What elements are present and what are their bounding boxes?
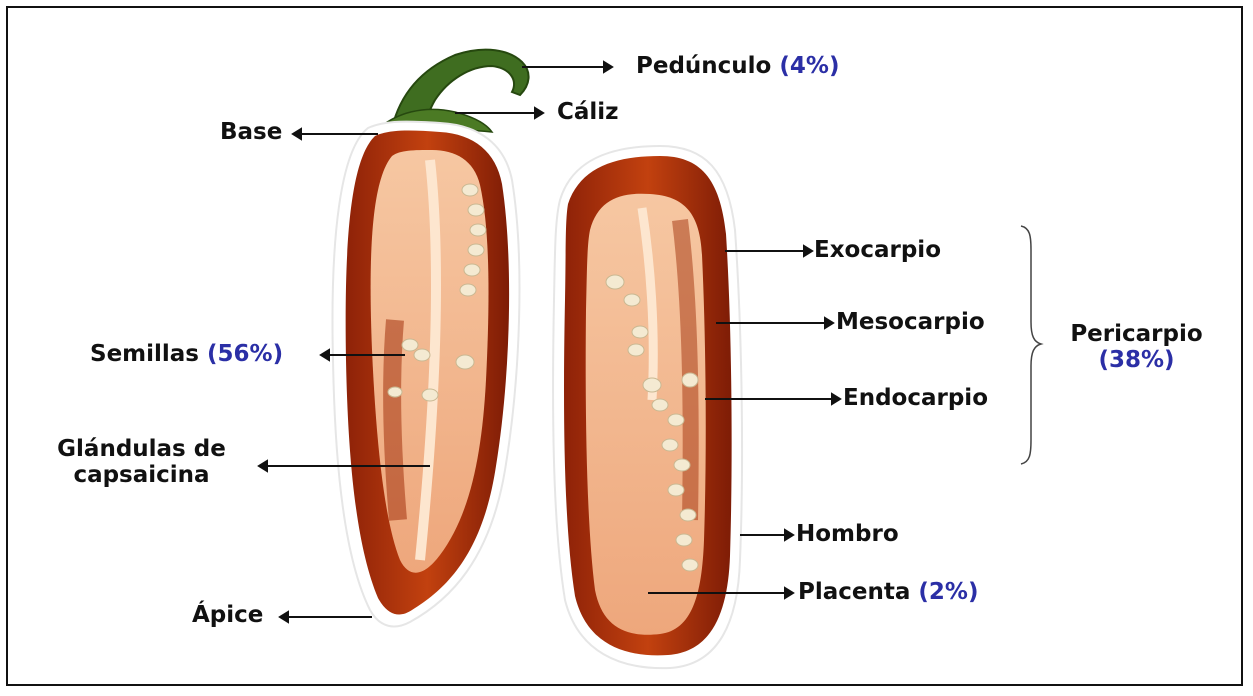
label-semillas: Semillas (56%) bbox=[90, 341, 283, 367]
label-apice-text: Ápice bbox=[192, 602, 263, 628]
label-semillas-text: Semillas bbox=[90, 341, 199, 367]
label-mesocarpio: Mesocarpio bbox=[836, 309, 985, 335]
arrow-endocarpio-head bbox=[832, 394, 840, 404]
arrow-base-head bbox=[293, 129, 301, 139]
right-pepper-half bbox=[553, 146, 742, 668]
left-pepper-half bbox=[332, 122, 519, 627]
arrow-apice-head bbox=[280, 612, 288, 622]
label-endocarpio-text: Endocarpio bbox=[843, 385, 988, 411]
label-pedunculo-pct: (4%) bbox=[779, 53, 839, 79]
label-placenta-pct: (2%) bbox=[918, 579, 978, 605]
label-pericarpio-pct: (38%) bbox=[1054, 347, 1219, 373]
arrow-glandulas-head bbox=[259, 461, 267, 471]
stem bbox=[375, 50, 529, 133]
label-glandulas-line2: capsaicina bbox=[24, 462, 259, 488]
label-glandulas-line1: Glándulas de bbox=[24, 436, 259, 462]
arrow-placenta-head bbox=[785, 588, 793, 598]
label-placenta: Placenta (2%) bbox=[798, 579, 978, 605]
label-pericarpio-text: Pericarpio bbox=[1054, 321, 1219, 347]
pericarpio-brace bbox=[1021, 226, 1041, 464]
label-apice: Ápice bbox=[192, 602, 263, 628]
label-glandulas: Glándulas de capsaicina bbox=[24, 436, 259, 489]
arrow-hombro-head bbox=[785, 530, 793, 540]
label-hombro: Hombro bbox=[796, 521, 899, 547]
arrow-caliz-head bbox=[535, 108, 543, 118]
label-pericarpio: Pericarpio (38%) bbox=[1054, 321, 1219, 374]
label-base-text: Base bbox=[220, 119, 282, 145]
label-exocarpio: Exocarpio bbox=[814, 237, 941, 263]
label-base: Base bbox=[220, 119, 282, 145]
arrow-semillas-head bbox=[321, 350, 329, 360]
label-semillas-pct: (56%) bbox=[207, 341, 283, 367]
label-exocarpio-text: Exocarpio bbox=[814, 237, 941, 263]
arrow-mesocarpio-head bbox=[825, 318, 833, 328]
label-endocarpio: Endocarpio bbox=[843, 385, 988, 411]
arrow-exocarpio-head bbox=[804, 246, 812, 256]
label-hombro-text: Hombro bbox=[796, 521, 899, 547]
label-caliz-text: Cáliz bbox=[557, 99, 619, 125]
label-pedunculo: Pedúnculo (4%) bbox=[636, 53, 839, 79]
label-mesocarpio-text: Mesocarpio bbox=[836, 309, 985, 335]
arrow-pedunculo-head bbox=[604, 62, 612, 72]
label-placenta-text: Placenta bbox=[798, 579, 910, 605]
label-pedunculo-text: Pedúnculo bbox=[636, 53, 771, 79]
label-caliz: Cáliz bbox=[557, 99, 619, 125]
